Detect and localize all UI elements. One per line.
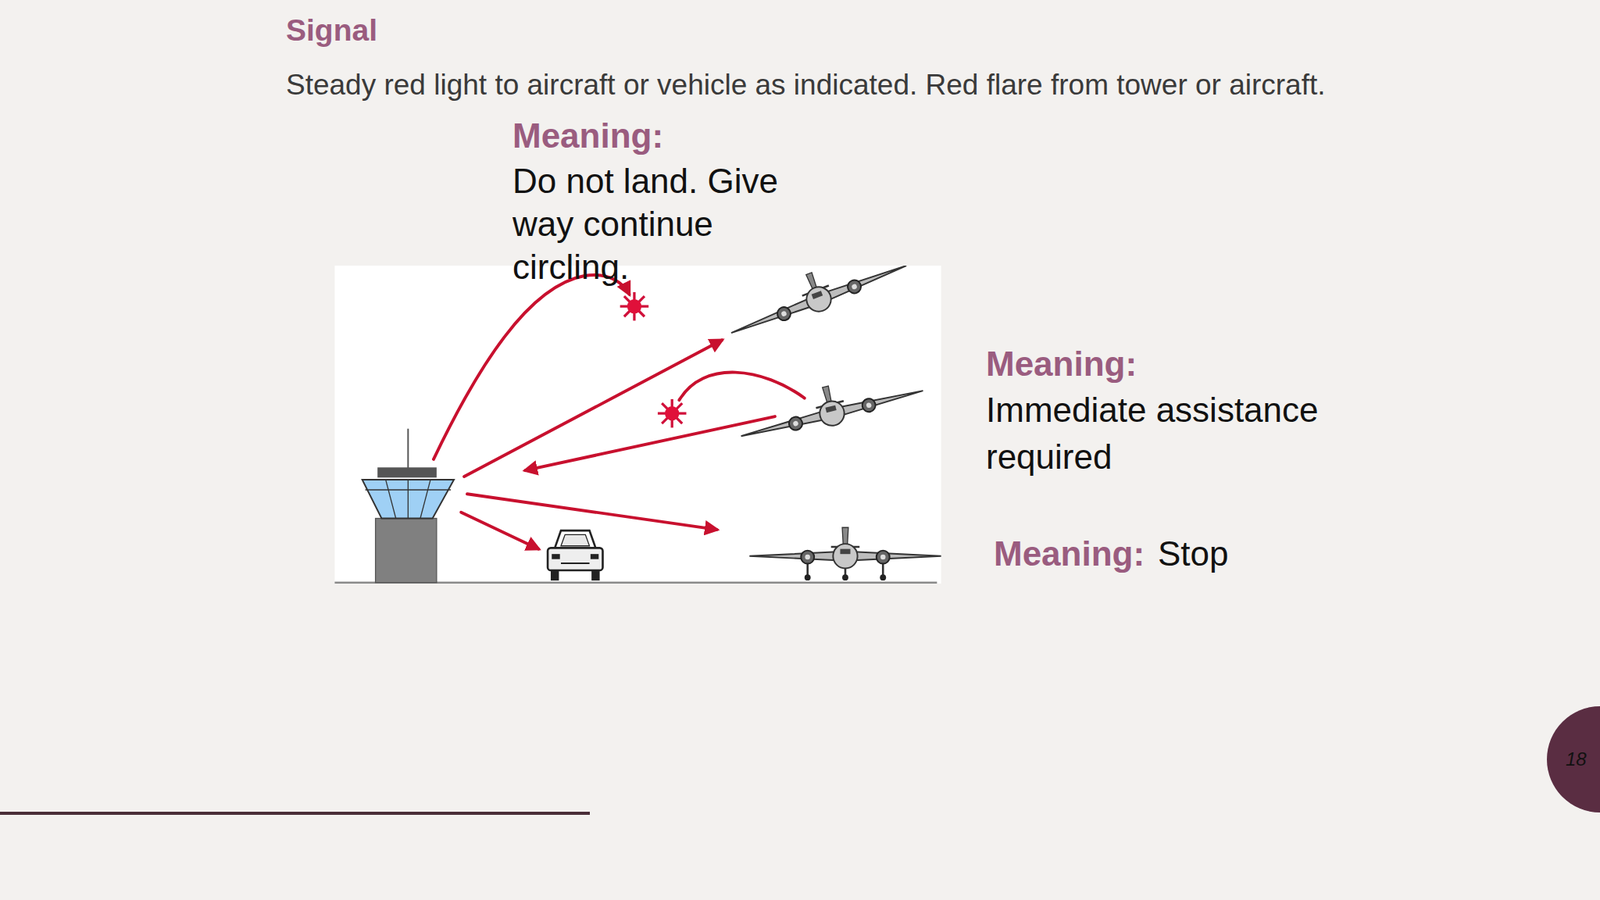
page-number-disc <box>1546 706 1600 813</box>
signal-illustration <box>334 265 942 584</box>
meaning-text: Immediate assistance required <box>985 386 1354 481</box>
signal-arrows <box>433 275 805 550</box>
aircraft-on-ground <box>749 527 941 581</box>
signal-description: Steady red light to aircraft or vehicle … <box>285 64 1396 106</box>
meaning-text: Stop <box>1157 533 1229 575</box>
flare-arc <box>433 275 629 460</box>
vehicle-car <box>547 530 603 581</box>
red-flare <box>620 292 650 322</box>
illustration-background <box>334 265 941 584</box>
aircraft-in-flight <box>721 265 911 345</box>
meaning-text: Do not land. Give way continue circling. <box>512 159 794 289</box>
meaning-heading: Meaning: <box>993 533 1145 575</box>
light-arrow <box>525 416 775 471</box>
control-tower <box>362 428 454 583</box>
light-arrow <box>467 493 718 530</box>
footer-rule <box>0 811 590 815</box>
flare-arc <box>678 372 804 401</box>
meaning-heading: Meaning: <box>985 343 1137 385</box>
light-arrow <box>460 512 539 550</box>
page-number: 18 <box>1565 748 1587 771</box>
slide-heading: Signal <box>285 12 378 49</box>
meaning-heading: Meaning: <box>512 115 664 157</box>
red-flare <box>657 399 687 429</box>
